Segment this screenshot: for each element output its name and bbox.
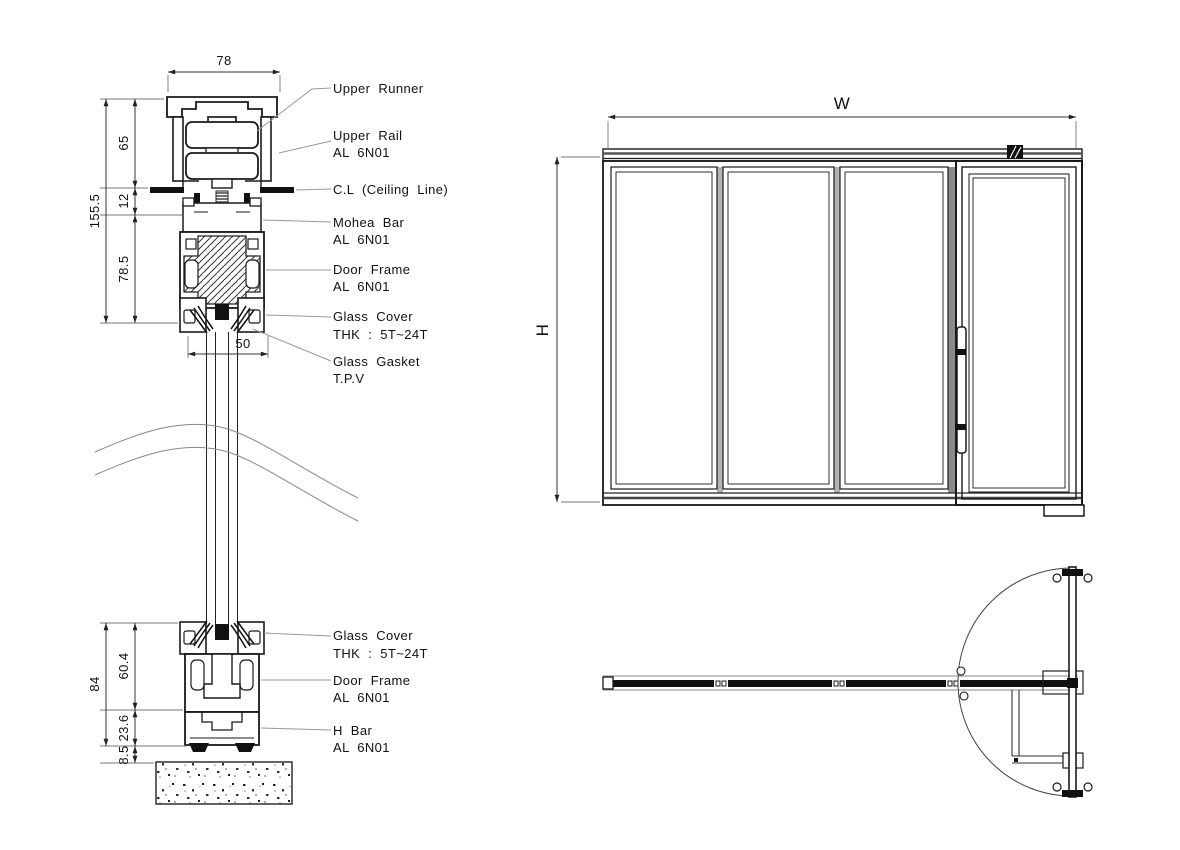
door-swing-arc [957, 567, 1073, 797]
sliding-panel-1 [610, 166, 718, 490]
mullion-1 [717, 167, 723, 493]
plan-panel-joint-1 [714, 679, 728, 688]
door-handle [955, 326, 967, 454]
dim-height-label: H [533, 324, 552, 337]
door-pivot-hub [1067, 678, 1078, 688]
callout-glass-gasket-sub: T.P.V [333, 371, 364, 386]
callout-door-frame-sub: AL 6N01 [333, 279, 390, 294]
mullion-2 [834, 167, 840, 493]
callouts-top: Upper Runner Upper Rail AL 6N01 C.L (Cei… [252, 81, 448, 386]
plan-view [602, 566, 1093, 798]
callout-mohea-bar: Mohea Bar [333, 215, 404, 230]
dim-total-top: 155.5 [87, 194, 102, 229]
callout-door-frame-b: Door Frame [333, 673, 410, 688]
callout-h-bar: H Bar [333, 723, 373, 738]
dim-total-bottom: 84 [87, 676, 102, 691]
dim-frame-bottom: 60.4 [116, 653, 131, 680]
plan-track [602, 675, 1078, 691]
dimensions-top: 78 155.5 65 12 78.5 50 [87, 53, 281, 358]
track-stop-block [1007, 145, 1023, 159]
break-line [94, 423, 359, 522]
callout-upper-rail: Upper Rail [333, 128, 402, 143]
dim-floor: 8.5 [116, 745, 131, 764]
callout-glass-cover-sub: THK : 5T~24T [333, 327, 428, 342]
glass-panel [206, 332, 238, 624]
sliding-panel-3 [839, 166, 949, 490]
sliding-panels [602, 160, 1082, 506]
dimensions-bottom: 84 60.4 23.6 8.5 [87, 622, 187, 765]
bottom-rail [603, 492, 1082, 500]
glass-gasket-whiskers [189, 305, 255, 334]
elevation-view: W H [533, 94, 1085, 517]
glass-gasket-whiskers-bottom [189, 620, 255, 649]
glass-cover-profile-bottom [179, 620, 265, 655]
ceiling-line-flange [150, 187, 294, 193]
floor-concrete [155, 761, 293, 805]
top-track [602, 145, 1083, 162]
swing-door-panel [955, 160, 1085, 517]
dim-gap: 12 [116, 193, 131, 208]
dim-upper: 65 [116, 135, 131, 150]
plan-lock-hardware [956, 666, 969, 701]
mullion-3 [948, 167, 956, 493]
callout-door-frame-b-sub: AL 6N01 [333, 690, 390, 705]
mohea-bar-profile [182, 197, 262, 233]
door-pivot-bottom [1052, 782, 1093, 797]
runner-rollers [185, 116, 259, 189]
callout-glass-gasket: Glass Gasket [333, 354, 420, 369]
callouts-bottom: Glass Cover THK : 5T~24T Door Frame AL 6… [260, 628, 428, 755]
plan-panel-joint-2 [832, 679, 846, 688]
plan-swing-door [956, 566, 1093, 798]
upper-rail-profile [150, 96, 294, 193]
h-bar-profile [184, 711, 260, 752]
dim-frame: 78.5 [116, 256, 131, 283]
dim-width-label: W [834, 94, 850, 113]
callout-upper-runner: Upper Runner [333, 81, 424, 96]
dim-hbar: 23.6 [116, 715, 131, 742]
elevation-width-dim: W [607, 94, 1077, 148]
sliding-panel-2 [722, 166, 835, 490]
callout-glass-cover-b: Glass Cover [333, 628, 413, 643]
callout-ceiling-line: C.L (Ceiling Line) [333, 182, 448, 197]
cross-section-view: 78 155.5 65 12 78.5 50 84 60.4 23.6 8.5 [87, 53, 448, 805]
door-frame-profile [179, 231, 265, 309]
callout-mohea-bar-sub: AL 6N01 [333, 232, 390, 247]
callout-h-bar-sub: AL 6N01 [333, 740, 390, 755]
dim-glass-width: 50 [235, 336, 250, 351]
callout-glass-cover: Glass Cover [333, 309, 413, 324]
door-threshold-block [1043, 504, 1085, 517]
door-pivot-top [1052, 569, 1093, 583]
plan-door-jamb [1042, 670, 1084, 695]
glass-cover-profile-top [179, 297, 265, 334]
dim-width-top: 78 [216, 53, 231, 68]
callout-door-frame: Door Frame [333, 262, 410, 277]
callout-upper-rail-sub: AL 6N01 [333, 145, 390, 160]
elevation-height-dim: H [533, 156, 600, 503]
callout-glass-cover-b-sub: THK : 5T~24T [333, 646, 428, 661]
door-frame-profile-bottom [184, 653, 260, 713]
